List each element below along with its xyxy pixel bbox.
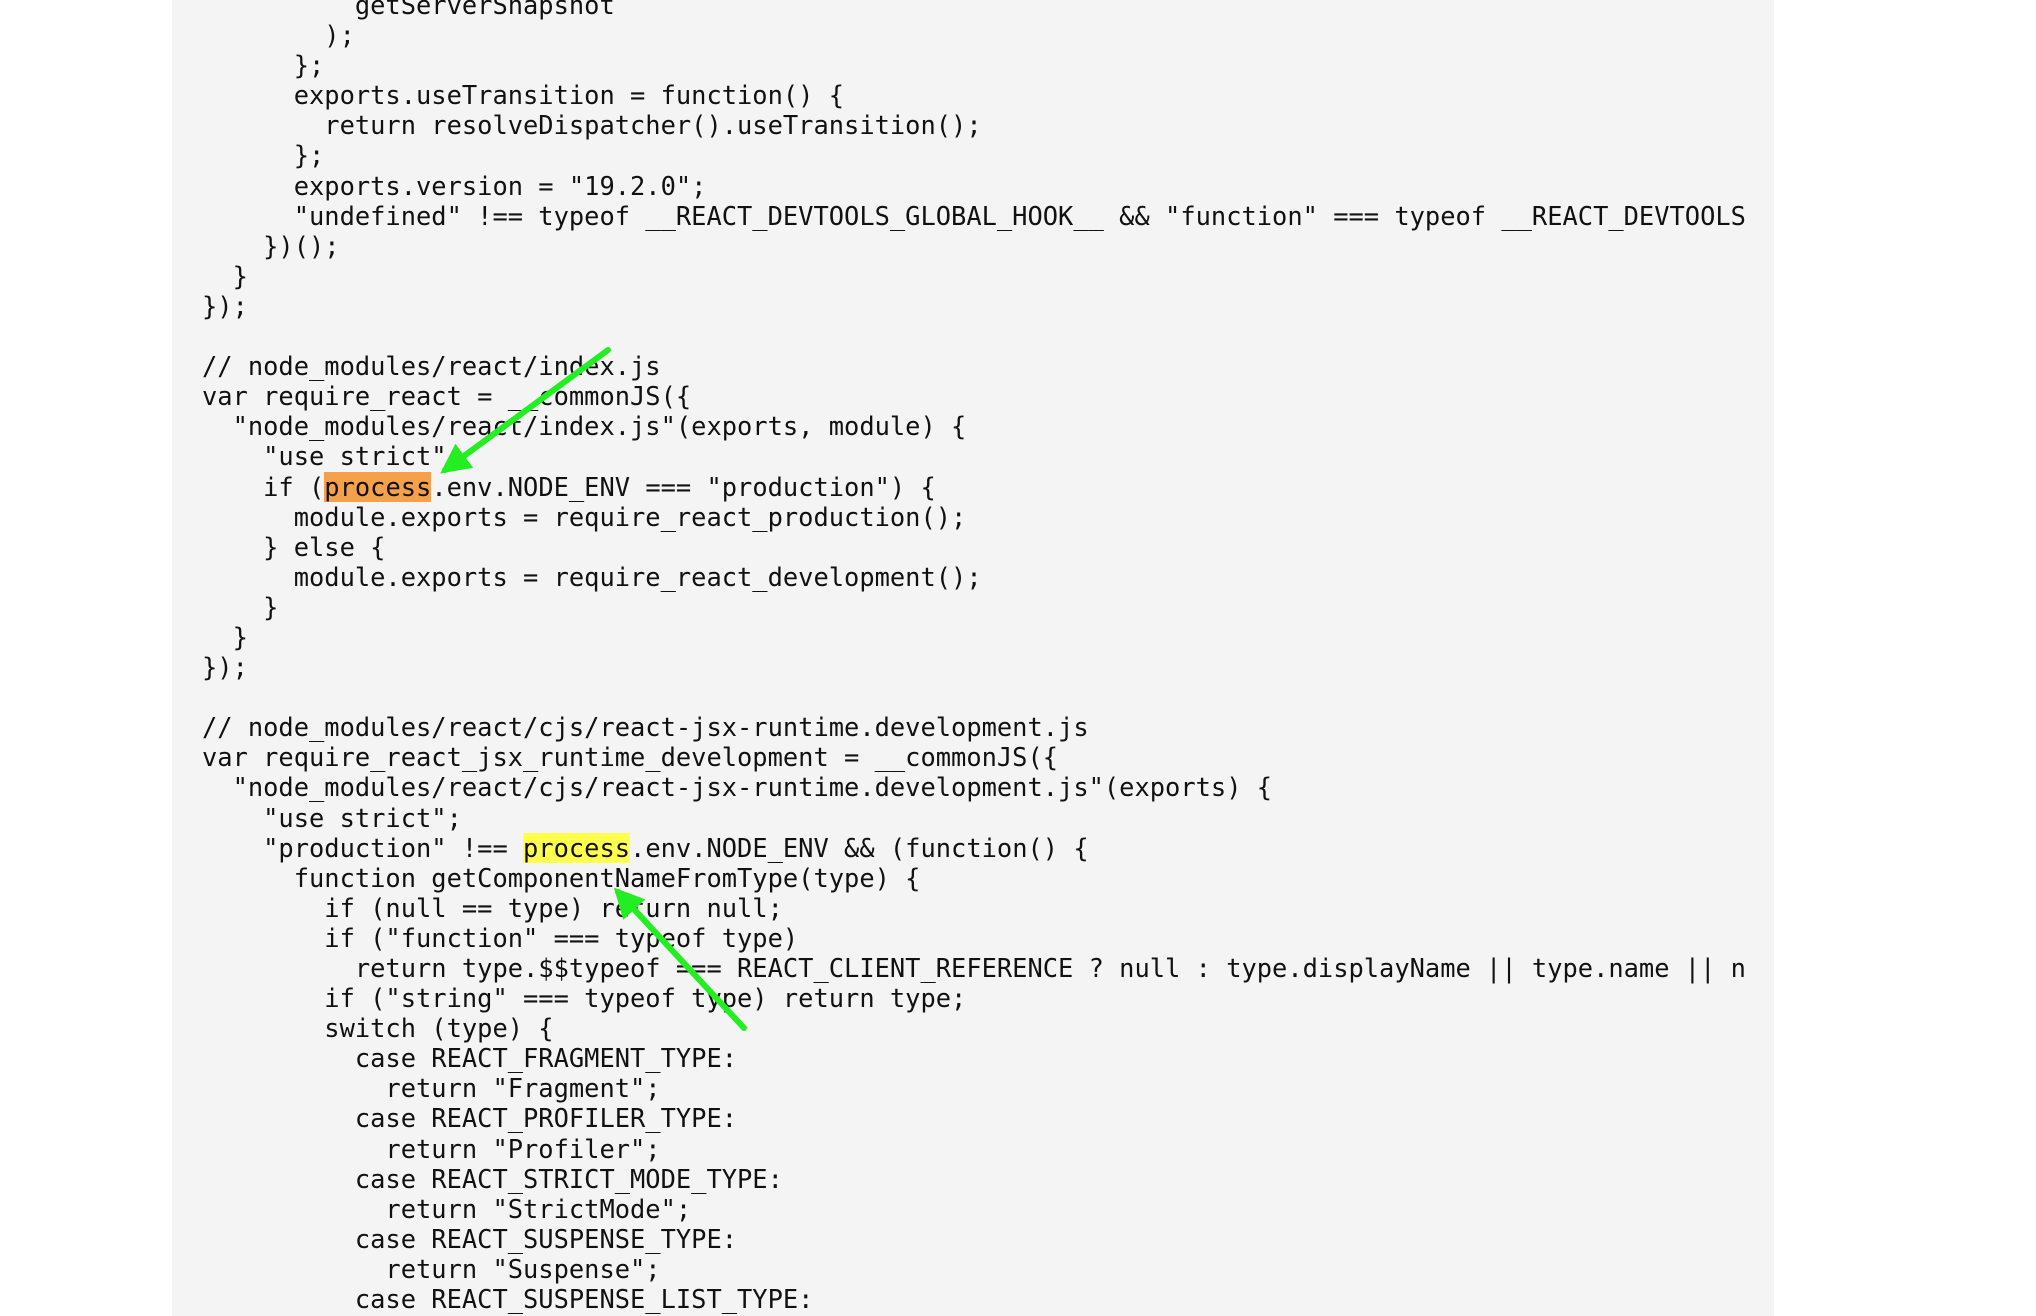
source-code: getServerSnapshot ); }; exports.useTrans…: [202, 0, 1746, 1314]
code-text: return type.$$typeof === REACT_CLIENT_RE…: [202, 953, 1746, 983]
code-line: return "Suspense";: [202, 1254, 1746, 1284]
code-line: case REACT_SUSPENSE_LIST_TYPE:: [202, 1284, 1746, 1314]
code-line: return type.$$typeof === REACT_CLIENT_RE…: [202, 953, 1746, 983]
code-text: };: [202, 140, 325, 171]
code-text: }: [202, 621, 248, 652]
code-text: if (null == type) return null;: [202, 892, 783, 923]
code-viewer[interactable]: getServerSnapshot ); }; exports.useTrans…: [172, 0, 1774, 1316]
code-line: });: [202, 652, 1746, 682]
code-line: "undefined" !== typeof __REACT_DEVTOOLS_…: [202, 201, 1746, 231]
code-text: "node_modules/react/index.js"(exports, m…: [202, 411, 967, 442]
search-match-current: process: [324, 471, 432, 502]
code-line: if (null == type) return null;: [202, 893, 1746, 923]
code-line: switch (type) {: [202, 1013, 1746, 1043]
code-text: return "Profiler";: [202, 1133, 661, 1164]
code-line: );: [202, 20, 1746, 50]
code-line: exports.version = "19.2.0";: [202, 171, 1746, 201]
code-line: [202, 682, 1746, 712]
code-line: if (process.env.NODE_ENV === "production…: [202, 471, 1746, 502]
code-line: module.exports = require_react_productio…: [202, 502, 1746, 532]
code-text: "node_modules/react/cjs/react-jsx-runtim…: [202, 772, 1273, 803]
code-text: }: [202, 260, 248, 291]
code-text: // node_modules/react/cjs/react-jsx-runt…: [202, 712, 1089, 743]
code-text: return resolveDispatcher().useTransition…: [202, 110, 982, 141]
code-line: // node_modules/react/cjs/react-jsx-runt…: [202, 712, 1746, 742]
code-line: };: [202, 140, 1746, 170]
code-text: case REACT_STRICT_MODE_TYPE:: [202, 1163, 783, 1194]
code-text: return "Suspense";: [202, 1253, 661, 1284]
code-line: "node_modules/react/index.js"(exports, m…: [202, 411, 1746, 441]
code-line: if ("function" === typeof type): [202, 923, 1746, 953]
code-line: case REACT_STRICT_MODE_TYPE:: [202, 1164, 1746, 1194]
code-text: var require_react_jsx_runtime_developmen…: [202, 742, 1059, 773]
code-text: }: [202, 591, 279, 622]
code-text: case REACT_FRAGMENT_TYPE:: [202, 1043, 738, 1074]
code-text: exports.useTransition = function() {: [202, 80, 845, 111]
code-text: "use strict";: [202, 802, 462, 833]
code-text: "undefined" !== typeof __REACT_DEVTOOLS_…: [202, 200, 1746, 231]
code-line: function getComponentNameFromType(type) …: [202, 863, 1746, 893]
code-text: })();: [202, 230, 340, 261]
code-text: return "StrictMode";: [202, 1193, 692, 1224]
code-line: case REACT_PROFILER_TYPE:: [202, 1103, 1746, 1133]
code-line: // node_modules/react/index.js: [202, 351, 1746, 381]
code-line: } else {: [202, 532, 1746, 562]
code-text: if ("function" === typeof type): [202, 922, 799, 953]
code-text: };: [202, 50, 325, 81]
code-line: if ("string" === typeof type) return typ…: [202, 983, 1746, 1013]
code-line: var require_react = __commonJS({: [202, 381, 1746, 411]
code-line: return "StrictMode";: [202, 1194, 1746, 1224]
code-line: return resolveDispatcher().useTransition…: [202, 110, 1746, 140]
code-text: .env.NODE_ENV === "production") {: [431, 471, 936, 502]
code-text: case REACT_SUSPENSE_LIST_TYPE:: [202, 1284, 814, 1315]
code-text: if ("string" === typeof type) return typ…: [202, 983, 967, 1014]
code-line: case REACT_FRAGMENT_TYPE:: [202, 1043, 1746, 1073]
code-line: "production" !== process.env.NODE_ENV &&…: [202, 832, 1746, 863]
code-line: "use strict";: [202, 803, 1746, 833]
code-line: });: [202, 291, 1746, 321]
code-text: case REACT_SUSPENSE_TYPE:: [202, 1223, 738, 1254]
code-line: "node_modules/react/cjs/react-jsx-runtim…: [202, 772, 1746, 802]
code-line: };: [202, 50, 1746, 80]
code-text: var require_react = __commonJS({: [202, 381, 692, 412]
code-text: getServerSnapshot: [202, 0, 615, 20]
code-text: "use strict";: [202, 441, 462, 472]
code-line: var require_react_jsx_runtime_developmen…: [202, 742, 1746, 772]
code-text: if (: [202, 471, 325, 502]
code-line: module.exports = require_react_developme…: [202, 562, 1746, 592]
code-text: module.exports = require_react_productio…: [202, 501, 967, 532]
code-line: }: [202, 261, 1746, 291]
code-text: module.exports = require_react_developme…: [202, 561, 982, 592]
code-line: return "Fragment";: [202, 1073, 1746, 1103]
code-line: getServerSnapshot: [202, 0, 1746, 20]
code-line: case REACT_SUSPENSE_TYPE:: [202, 1224, 1746, 1254]
code-text: "production" !==: [202, 832, 524, 863]
code-text: );: [202, 20, 355, 51]
code-text: });: [202, 652, 248, 683]
code-line: }: [202, 622, 1746, 652]
code-line: exports.useTransition = function() {: [202, 80, 1746, 110]
code-line: })();: [202, 231, 1746, 261]
code-text: switch (type) {: [202, 1013, 554, 1044]
code-text: function getComponentNameFromType(type) …: [202, 862, 921, 893]
code-line: [202, 321, 1746, 351]
code-text: } else {: [202, 531, 386, 562]
code-line: "use strict";: [202, 441, 1746, 471]
code-line: }: [202, 592, 1746, 622]
code-text: return "Fragment";: [202, 1073, 661, 1104]
code-text: // node_modules/react/index.js: [202, 351, 661, 382]
code-text: .env.NODE_ENV && (function() {: [630, 832, 1089, 863]
code-text: case REACT_PROFILER_TYPE:: [202, 1103, 738, 1134]
code-line: return "Profiler";: [202, 1134, 1746, 1164]
code-text: exports.version = "19.2.0";: [202, 170, 707, 201]
code-text: });: [202, 290, 248, 321]
search-match: process: [523, 832, 631, 863]
